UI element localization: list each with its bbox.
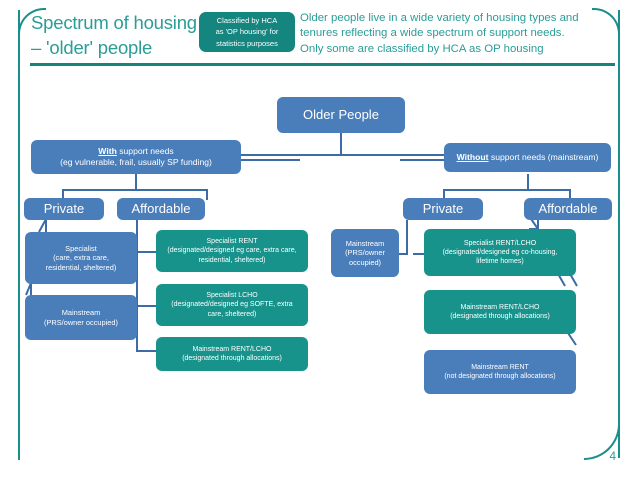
node-left-affordable-specialist-rent-line3: residential, sheltered)	[198, 256, 266, 264]
node-right-affordable-mainstream-rent-line1: Mainstream RENT	[471, 363, 529, 371]
hca-badge-line1: Classified by HCA	[216, 15, 278, 25]
node-right-affordable-mainstream-lcho-line2: (designated through allocations)	[450, 313, 550, 320]
node-left-private-mainstream-line2: (PRS/owner occupied)	[44, 317, 118, 327]
page-title-line2: – 'older' people	[31, 37, 153, 58]
node-left-private-specialist[interactable]: Specialist (care, extra care, residentia…	[25, 232, 137, 284]
node-left-private-label: Private	[43, 201, 85, 216]
node-right-affordable-mainstream-lcho[interactable]: Mainstream RENT/LCHO (designated through…	[424, 290, 576, 334]
node-right-private[interactable]: Private	[403, 198, 483, 220]
connector-root-stem	[340, 132, 342, 154]
connector-right-branch-stem	[527, 174, 529, 189]
node-right-affordable-label: Affordable	[538, 201, 598, 216]
hca-badge-line2: as 'OP housing' for	[215, 27, 279, 37]
connector-root-bus	[135, 154, 505, 156]
header-description-line1: Older people live in a wide variety of h…	[300, 12, 579, 24]
node-right-affordable-mainstream-lcho-line1: Mainstream RENT/LCHO	[460, 303, 540, 311]
node-left-affordable-mainstream-line2: (designated through allocations)	[182, 355, 282, 362]
node-with-support-line2: (eg vulnerable, frail, usually SP fundin…	[60, 157, 212, 167]
connector-left-affordable-stub2	[136, 305, 156, 307]
page-title: Spectrum of housing – 'older' people	[31, 10, 211, 60]
node-left-affordable-mainstream[interactable]: Mainstream RENT/LCHO (designated through…	[156, 337, 308, 371]
node-older-people-label: Older People	[303, 107, 379, 122]
node-with-support-rest: support needs	[116, 146, 174, 156]
connector-without-support-link	[400, 159, 445, 161]
node-right-affordable-mainstream-rent-line2: (not designated through allocations)	[444, 373, 556, 380]
title-underline-rule	[30, 63, 615, 66]
node-left-private[interactable]: Private	[24, 198, 104, 220]
node-left-affordable-specialist-rent-line2: (designated/designed eg care, extra care…	[167, 247, 297, 255]
node-left-private-specialist-line3: residential, sheltered)	[45, 262, 117, 272]
node-left-affordable-specialist-lcho-line2: (designated/designed eg SOFTE, extra	[171, 301, 293, 309]
node-without-support-rest: support needs (mainstream)	[488, 152, 599, 162]
connector-left-branch-stem	[135, 174, 137, 189]
node-left-affordable[interactable]: Affordable	[117, 198, 205, 220]
connector-right-private-stub	[413, 253, 431, 255]
connector-left-affordable-drop	[206, 189, 208, 200]
node-right-affordable-specialist-line2: (designated/designed eg co-housing,	[442, 248, 558, 256]
hca-badge-line3: statistics purposes	[216, 38, 278, 48]
frame-right-border	[618, 10, 620, 458]
connector-left-affordable-spine	[136, 220, 138, 350]
connector-left-affordable-stub3	[136, 350, 156, 352]
node-left-private-specialist-line2: (care, extra care,	[53, 253, 109, 263]
connector-with-support-link	[240, 159, 300, 161]
node-without-support-line1: Without support needs (mainstream)	[448, 152, 607, 163]
node-with-support-needs[interactable]: With support needs (eg vulnerable, frail…	[31, 140, 241, 174]
node-right-private-mainstream[interactable]: Mainstream (PRS/owner occupied)	[331, 229, 399, 277]
connector-right-affordable-drop	[569, 189, 571, 200]
node-right-private-label: Private	[422, 201, 464, 216]
node-left-affordable-specialist-lcho-line1: Specialist LCHO	[206, 292, 258, 300]
connector-left-private-child1	[45, 220, 47, 232]
node-left-private-mainstream-line1: Mainstream	[61, 307, 101, 317]
node-left-affordable-specialist-rent-line1: Specialist RENT	[206, 238, 258, 246]
node-left-affordable-specialist-lcho[interactable]: Specialist LCHO (designated/designed eg …	[156, 284, 308, 326]
node-left-private-specialist-line1: Specialist	[65, 243, 97, 253]
node-left-affordable-label: Affordable	[131, 201, 191, 216]
node-without-support-needs[interactable]: Without support needs (mainstream)	[444, 143, 611, 172]
page-number: 4	[609, 449, 616, 463]
node-older-people[interactable]: Older People	[277, 97, 405, 133]
node-right-affordable-specialist-line3: lifetime homes)	[476, 258, 524, 266]
page-title-line1: Spectrum of housing	[31, 12, 197, 33]
node-right-private-mainstream-line2: (PRS/owner	[345, 248, 385, 258]
node-without-support-emphasis: Without	[456, 152, 489, 162]
node-left-affordable-specialist-lcho-line3: care, sheltered)	[207, 310, 257, 318]
node-right-affordable[interactable]: Affordable	[524, 198, 612, 220]
connector-right-private-link	[399, 253, 408, 255]
node-with-support-line1: With support needs	[35, 146, 237, 157]
node-left-private-mainstream[interactable]: Mainstream (PRS/owner occupied)	[25, 295, 137, 340]
connector-left-affordable-stub1	[136, 251, 156, 253]
node-left-affordable-mainstream-line1: Mainstream RENT/LCHO	[192, 345, 272, 353]
node-right-private-mainstream-line3: occupied)	[348, 257, 382, 267]
arrow-right-mainstream-rent-up	[567, 332, 577, 346]
node-right-affordable-specialist[interactable]: Specialist RENT/LCHO (designated/designe…	[424, 229, 576, 276]
connector-right-private-drop	[443, 189, 445, 200]
node-right-private-mainstream-line1: Mainstream	[345, 238, 385, 248]
header-description-line3: Only some are classified by HCA as OP ho…	[300, 42, 544, 55]
header-description-line2: tenures reflecting a wide spectrum of su…	[300, 27, 565, 40]
connector-right-private-drop2	[406, 220, 408, 255]
connector-left-private-drop	[62, 189, 64, 200]
header-description: Older people live in a wide variety of h…	[300, 11, 620, 57]
connector-right-branch-bus	[443, 189, 570, 191]
node-left-affordable-specialist-rent[interactable]: Specialist RENT (designated/designed eg …	[156, 230, 308, 272]
node-right-affordable-mainstream-rent[interactable]: Mainstream RENT (not designated through …	[424, 350, 576, 394]
node-with-support-emphasis: With	[98, 146, 117, 156]
node-right-affordable-specialist-line1: Specialist RENT/LCHO	[463, 239, 537, 247]
frame-left-border	[18, 10, 20, 460]
connector-left-branch-bus	[62, 189, 207, 191]
hca-classification-badge: Classified by HCA as 'OP housing' for st…	[199, 12, 295, 52]
